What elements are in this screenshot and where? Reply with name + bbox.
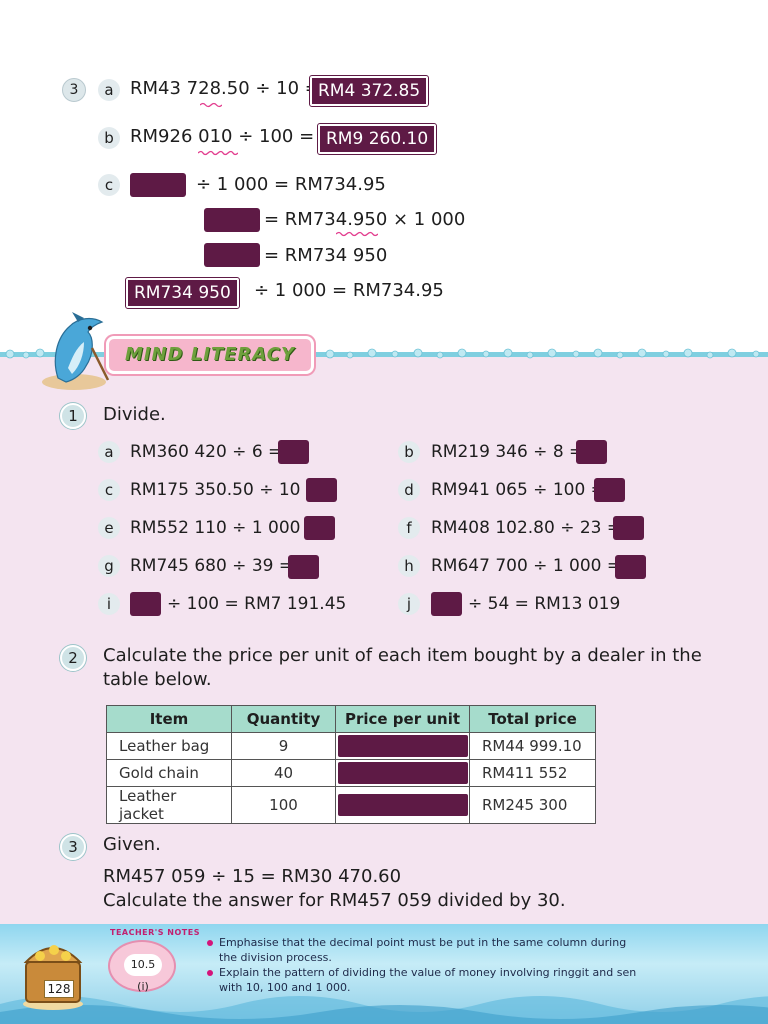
- answer-box-blank: [613, 516, 644, 540]
- price-table: Item Quantity Price per unit Total price…: [106, 705, 596, 824]
- item-letter-h: h: [398, 555, 420, 577]
- answer-box-blank: [615, 555, 646, 579]
- q1-f-expression: RM408 102.80 ÷ 23 =: [431, 518, 622, 538]
- page-number: 128: [44, 980, 74, 998]
- table-row: Leather jacket 100 RM245 300: [106, 786, 596, 824]
- table-header-row: Item Quantity Price per unit Total price: [106, 705, 596, 733]
- item-letter-g: g: [98, 555, 120, 577]
- cell-total-price: RM245 300: [469, 786, 596, 824]
- cell-item: Leather jacket: [106, 786, 232, 824]
- item-letter-d: d: [398, 479, 420, 501]
- column-header-quantity: Quantity: [231, 705, 336, 733]
- q2-text-line2: table below.: [103, 669, 212, 690]
- cell-quantity: 40: [231, 759, 336, 787]
- example-number-badge: 3: [62, 78, 86, 102]
- cell-total-price: RM411 552: [469, 759, 596, 787]
- answer-box-blank: [204, 208, 260, 232]
- note1-line1: Emphasise that the decimal point must be…: [219, 936, 627, 949]
- mind-literacy-banner: MIND LITERACY: [106, 336, 314, 374]
- q3-given: Given.: [103, 834, 161, 855]
- item-letter-f: f: [398, 517, 420, 539]
- column-header-total-price: Total price: [469, 705, 596, 733]
- column-header-item: Item: [106, 705, 232, 733]
- dolphin-mascot-icon: [42, 312, 110, 390]
- teachers-notes-label: TEACHER'S NOTES: [110, 928, 200, 937]
- answer-box-blank: [130, 592, 161, 616]
- item-letter-j: j: [398, 593, 420, 615]
- example-c-line1: ÷ 1 000 = RM734.95: [196, 174, 386, 195]
- question-number-badge: 1: [60, 403, 86, 429]
- answer-box-blank: [337, 735, 468, 757]
- answer-box-blank: [278, 440, 309, 464]
- q3-line2: Calculate the answer for RM457 059 divid…: [103, 890, 566, 911]
- example-c-line3: = RM734 950: [264, 245, 388, 266]
- example-c-line4: ÷ 1 000 = RM734.95: [254, 280, 444, 301]
- q1-e-expression: RM552 110 ÷ 1 000 =: [130, 518, 321, 538]
- cell-total-price: RM44 999.10: [469, 732, 596, 760]
- q1-g-expression: RM745 680 ÷ 39 =: [130, 556, 294, 576]
- item-letter-a: a: [98, 79, 120, 101]
- table-row: Leather bag 9 RM44 999.10: [106, 732, 596, 760]
- q1-b-expression: RM219 346 ÷ 8 =: [431, 442, 584, 462]
- example-c-line4-answer: RM734 950: [125, 277, 240, 309]
- cell-quantity: 9: [231, 732, 336, 760]
- bullet-point: [207, 940, 213, 946]
- table-row: Gold chain 40 RM411 552: [106, 759, 596, 787]
- q2-text-line1: Calculate the price per unit of each ite…: [103, 645, 702, 666]
- q1-d-expression: RM941 065 ÷ 100 =: [431, 480, 605, 500]
- answer-box-blank: [130, 173, 186, 197]
- teachers-notes-shell: 10.5 (i): [108, 940, 176, 993]
- example-b-expression: RM926 010 ÷ 100 =: [130, 126, 315, 147]
- answer-box-blank: [337, 762, 468, 784]
- exercise-background: [0, 352, 768, 924]
- squiggle-underline: [336, 231, 378, 237]
- item-letter-c: c: [98, 479, 120, 501]
- q1-c-expression: RM175 350.50 ÷ 10 =: [130, 480, 321, 500]
- item-letter-b: b: [98, 127, 120, 149]
- squiggle-underline: [198, 150, 238, 156]
- answer-box-blank: [304, 516, 335, 540]
- q1-instruction: Divide.: [103, 404, 166, 425]
- answer-box-blank: [576, 440, 607, 464]
- banner-title: MIND LITERACY: [124, 344, 296, 365]
- cell-price-per-unit: [335, 732, 470, 760]
- question-number-badge: 3: [60, 834, 86, 860]
- treasure-chest-icon: [23, 945, 83, 1010]
- answer-box-blank: [594, 478, 625, 502]
- answer-box-blank: [204, 243, 260, 267]
- example-c-line2: = RM734.950 × 1 000: [264, 209, 466, 230]
- syllabus-reference: 10.5 (i): [124, 954, 162, 993]
- example-b-answer: RM9 260.10: [316, 123, 438, 155]
- answer-box-blank: [288, 555, 319, 579]
- squiggle-underline: [200, 102, 222, 108]
- cell-quantity: 100: [231, 786, 336, 824]
- cell-item: Leather bag: [106, 732, 232, 760]
- example-a-expression: RM43 728.50 ÷ 10 =: [130, 78, 320, 99]
- item-letter-b: b: [398, 441, 420, 463]
- bubble-divider: [0, 348, 768, 359]
- item-letter-i: i: [98, 593, 120, 615]
- question-number-badge: 2: [60, 645, 86, 671]
- q1-h-expression: RM647 700 ÷ 1 000 =: [431, 556, 622, 576]
- bullet-point: [207, 970, 213, 976]
- q1-a-expression: RM360 420 ÷ 6 =: [130, 442, 283, 462]
- note2-line1: Explain the pattern of dividing the valu…: [219, 966, 637, 979]
- cell-price-per-unit: [335, 786, 470, 824]
- wave-decoration: [0, 996, 768, 1024]
- answer-box-blank: [306, 478, 337, 502]
- item-letter-c: c: [98, 174, 120, 196]
- item-letter-a: a: [98, 441, 120, 463]
- answer-box-blank: [337, 794, 468, 816]
- answer-box-blank: [431, 592, 462, 616]
- q1-j-expression: ÷ 54 = RM13 019: [468, 594, 621, 614]
- item-letter-e: e: [98, 517, 120, 539]
- note2-line2: with 10, 100 and 1 000.: [219, 981, 351, 994]
- example-a-answer: RM4 372.85: [308, 75, 430, 107]
- note1-line2: the division process.: [219, 951, 332, 964]
- cell-item: Gold chain: [106, 759, 232, 787]
- q3-line1: RM457 059 ÷ 15 = RM30 470.60: [103, 866, 402, 887]
- cell-price-per-unit: [335, 759, 470, 787]
- q1-i-expression: ÷ 100 = RM7 191.45: [167, 594, 347, 614]
- column-header-price-per-unit: Price per unit: [335, 705, 470, 733]
